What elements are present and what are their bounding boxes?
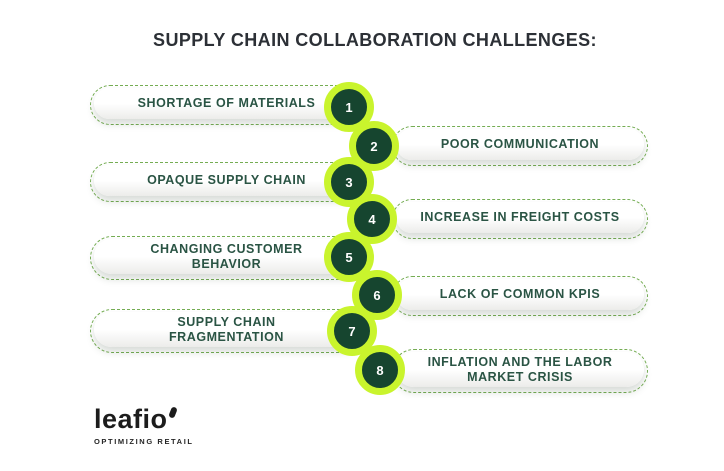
step-number-badge-3: 3 xyxy=(324,157,374,207)
pill-dashed-frame: OPAQUE SUPPLY CHAIN xyxy=(90,162,363,202)
pill-body: LACK OF COMMON KPIS xyxy=(396,279,644,310)
challenge-label: POOR COMMUNICATION xyxy=(440,137,600,151)
logo-tagline: OPTIMIZING RETAIL xyxy=(94,437,194,446)
pill-dashed-frame: SHORTAGE OF MATERIALS xyxy=(90,85,363,125)
pill-dashed-frame: INCREASE IN FREIGHT COSTS xyxy=(392,199,648,239)
challenge-pill-7: SUPPLY CHAIN FRAGMENTATION xyxy=(90,309,363,353)
pill-dashed-frame: INFLATION AND THE LABOR MARKET CRISIS xyxy=(392,349,648,393)
pill-dashed-frame: POOR COMMUNICATION xyxy=(392,126,648,166)
step-number: 2 xyxy=(370,138,378,154)
pill-body: SHORTAGE OF MATERIALS xyxy=(94,88,359,119)
pill-dashed-frame: LACK OF COMMON KPIS xyxy=(392,276,648,316)
pill-body: SUPPLY CHAIN FRAGMENTATION xyxy=(94,312,359,347)
step-number: 4 xyxy=(368,211,376,227)
logo-wordmark: leafio xyxy=(94,406,194,433)
leaf-apostrophe-icon xyxy=(167,406,178,419)
step-number-badge-8: 8 xyxy=(355,345,405,395)
step-number: 1 xyxy=(345,99,353,115)
step-number: 3 xyxy=(345,174,353,190)
step-number: 7 xyxy=(348,323,356,339)
logo-text: leafio xyxy=(94,404,168,434)
pill-body: INFLATION AND THE LABOR MARKET CRISIS xyxy=(396,352,644,387)
pill-body: INCREASE IN FREIGHT COSTS xyxy=(396,202,644,233)
step-number-badge-1: 1 xyxy=(324,82,374,132)
pill-dashed-frame: SUPPLY CHAIN FRAGMENTATION xyxy=(90,309,363,353)
challenge-label: SHORTAGE OF MATERIALS xyxy=(137,96,316,110)
leafio-logo: leafio OPTIMIZING RETAIL xyxy=(94,406,194,447)
challenge-label: SUPPLY CHAIN FRAGMENTATION xyxy=(168,314,284,344)
challenge-label: INCREASE IN FREIGHT COSTS xyxy=(420,210,620,224)
step-number-badge-7: 7 xyxy=(327,306,377,356)
challenge-pill-2: POOR COMMUNICATION xyxy=(392,126,648,166)
pill-body: CHANGING CUSTOMER BEHAVIOR xyxy=(94,239,359,274)
pill-body: OPAQUE SUPPLY CHAIN xyxy=(94,165,359,196)
step-number: 5 xyxy=(345,249,353,265)
step-number: 8 xyxy=(376,362,384,378)
challenge-pill-1: SHORTAGE OF MATERIALS xyxy=(90,85,363,125)
challenge-label: OPAQUE SUPPLY CHAIN xyxy=(147,173,306,187)
challenge-pill-5: CHANGING CUSTOMER BEHAVIOR xyxy=(90,236,363,280)
step-number: 6 xyxy=(373,287,381,303)
challenge-label: CHANGING CUSTOMER BEHAVIOR xyxy=(150,241,303,271)
challenge-pill-4: INCREASE IN FREIGHT COSTS xyxy=(392,199,648,239)
pill-dashed-frame: CHANGING CUSTOMER BEHAVIOR xyxy=(90,236,363,280)
pill-body: POOR COMMUNICATION xyxy=(396,129,644,160)
challenge-pill-3: OPAQUE SUPPLY CHAIN xyxy=(90,162,363,202)
challenge-label: INFLATION AND THE LABOR MARKET CRISIS xyxy=(427,354,613,384)
challenge-pill-6: LACK OF COMMON KPIS xyxy=(392,276,648,316)
challenge-pill-8: INFLATION AND THE LABOR MARKET CRISIS xyxy=(392,349,648,393)
page-title: SUPPLY CHAIN COLLABORATION CHALLENGES: xyxy=(153,30,597,50)
challenge-label: LACK OF COMMON KPIS xyxy=(439,287,601,301)
